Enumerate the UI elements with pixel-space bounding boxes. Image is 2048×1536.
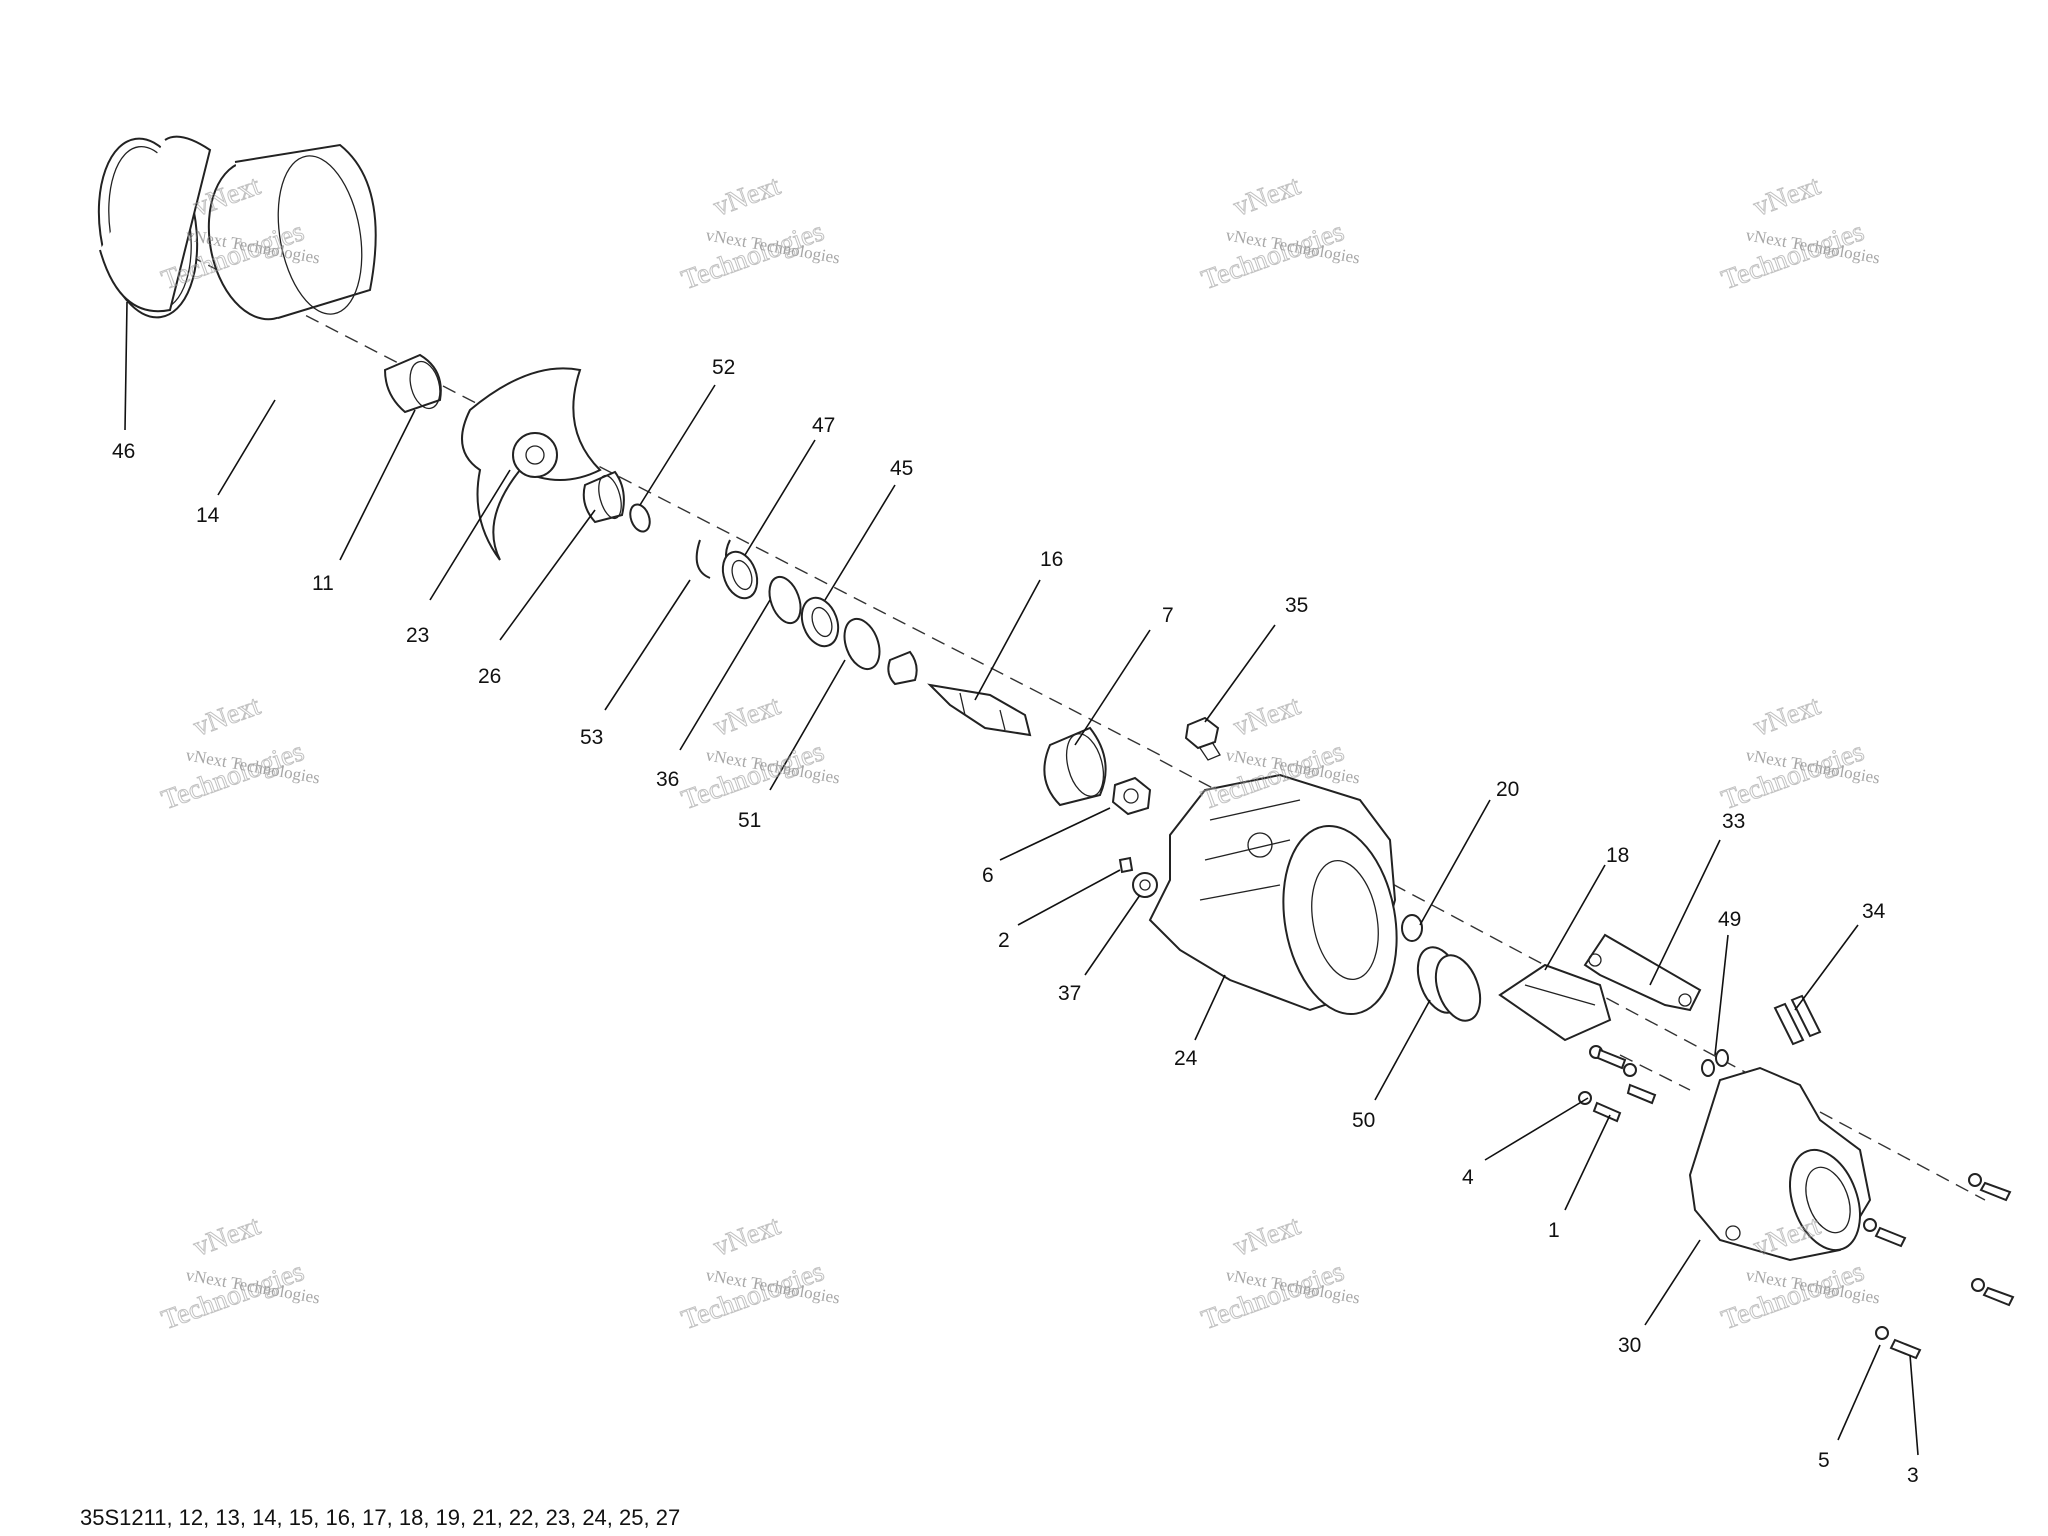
part-20-50-spacer-orings <box>1401 914 1482 1022</box>
callout-37: 37 <box>1058 982 1081 1005</box>
part-4-1-washers-screws <box>1578 1045 1657 1123</box>
part-33-support <box>1583 933 1702 1012</box>
callout-16: 16 <box>1040 548 1063 571</box>
part-24-pump-housing <box>1148 773 1398 1016</box>
callout-30: 30 <box>1618 1334 1641 1357</box>
part-16-drive-shaft <box>927 683 1032 737</box>
callout-5: 5 <box>1818 1449 1830 1472</box>
part-14-liner <box>207 143 377 321</box>
part-6-nut <box>1111 776 1152 816</box>
part-35-drain-plug <box>1184 716 1221 761</box>
callout-26: 26 <box>478 665 501 688</box>
callout-52: 52 <box>712 356 735 379</box>
part-7-ball-bearing <box>1043 726 1107 807</box>
part-5-3-bolts-washers <box>1863 1173 2015 1360</box>
figure-footer-code: 35S1211, 12, 13, 14, 15, 16, 17, 18, 19,… <box>80 1505 681 1530</box>
watermarks: vNext Technologies vNext Technologies vN… <box>157 170 1881 1337</box>
watermark-text: vNext <box>709 170 784 223</box>
callout-4: 4 <box>1462 1166 1474 1189</box>
part-46-wear-ring <box>97 135 212 319</box>
callout-47: 47 <box>812 414 835 437</box>
watermark-text: vNext <box>709 690 784 743</box>
watermark-text: vNext <box>189 1210 264 1263</box>
callout-34: 34 <box>1862 900 1886 923</box>
callout-18: 18 <box>1606 844 1629 867</box>
callout-50: 50 <box>1352 1109 1375 1132</box>
part-23-impeller <box>461 367 602 561</box>
part-34-pins <box>1773 994 1822 1046</box>
callout-11: 11 <box>312 572 334 595</box>
callout-36: 36 <box>656 768 679 791</box>
callout-6: 6 <box>982 864 994 887</box>
callout-53: 53 <box>580 726 603 749</box>
callout-14: 14 <box>196 504 220 527</box>
part-18-cone <box>1498 963 1612 1042</box>
callout-46: 46 <box>112 440 135 463</box>
watermark-text: vNext <box>1749 170 1824 223</box>
part-49-small-orings <box>1701 1049 1729 1077</box>
callout-7: 7 <box>1162 604 1174 627</box>
callout-3: 3 <box>1907 1464 1919 1487</box>
watermark-text: vNext <box>1229 690 1304 743</box>
seal-rings <box>629 503 918 686</box>
callout-45: 45 <box>890 457 913 480</box>
callout-1: 1 <box>1548 1219 1560 1242</box>
callout-24: 24 <box>1174 1047 1198 1070</box>
leader-lines <box>124 301 1919 1456</box>
watermark-text: vNext <box>1229 170 1304 223</box>
part-26-needle-bearing <box>582 470 625 524</box>
part-2-37-screw-grommet <box>1118 856 1158 898</box>
watermark-text: vNext <box>709 1210 784 1263</box>
callout-51: 51 <box>738 809 761 832</box>
watermark-text: vNext <box>1749 690 1824 743</box>
watermark-text: vNext <box>189 690 264 743</box>
callout-labels: 46 14 11 23 26 52 47 45 53 36 51 16 7 35… <box>112 356 1919 1487</box>
callout-33: 33 <box>1722 810 1745 833</box>
part-11-bushing <box>383 353 442 414</box>
callout-35: 35 <box>1285 594 1308 617</box>
callout-2: 2 <box>998 929 1010 952</box>
callout-20: 20 <box>1496 778 1519 801</box>
part-30-venturi-nozzle <box>1688 1066 1872 1262</box>
watermark-text: vNext <box>1229 1210 1304 1263</box>
callout-49: 49 <box>1718 908 1741 931</box>
callout-23: 23 <box>406 624 429 647</box>
